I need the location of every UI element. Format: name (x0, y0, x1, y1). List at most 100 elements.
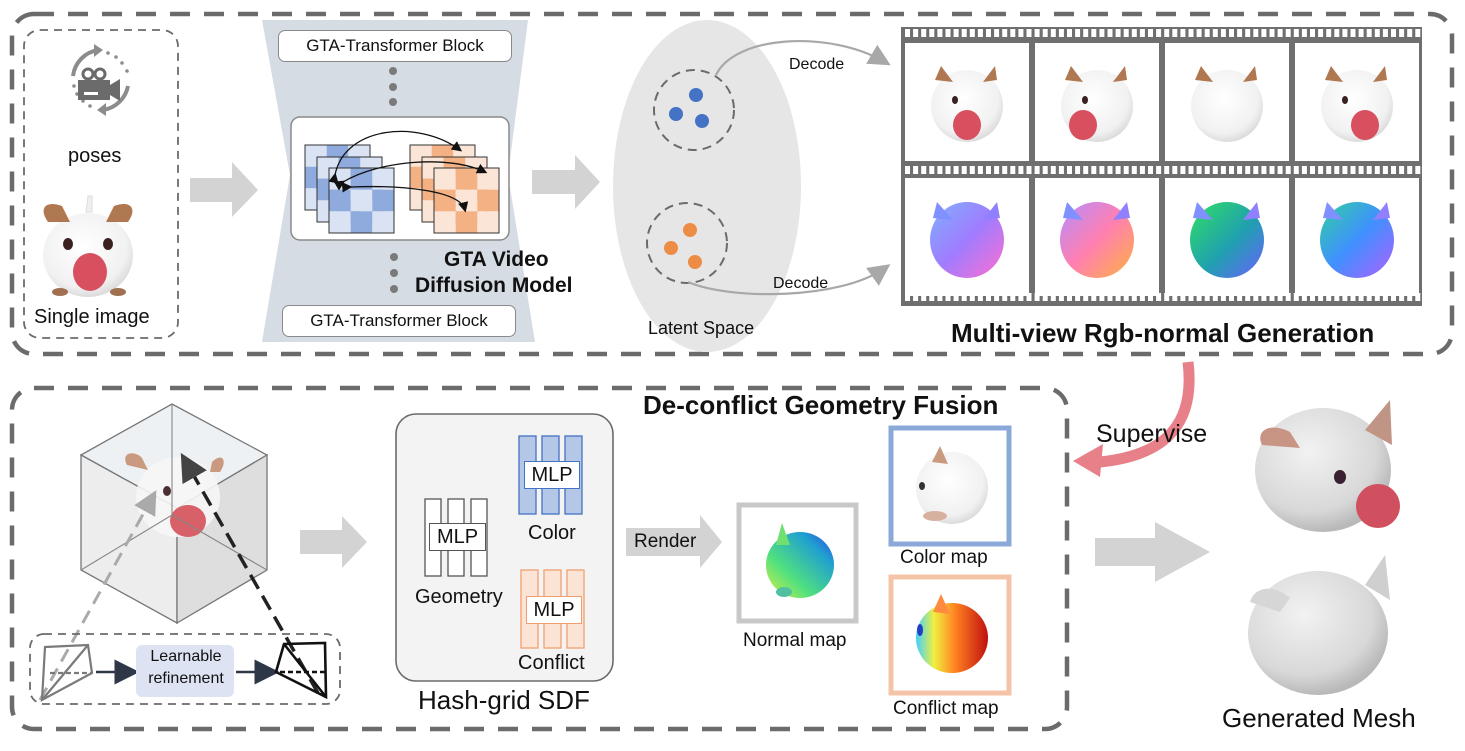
film-perforation (1245, 293, 1251, 301)
film-perforation (1285, 29, 1291, 37)
decode-label-bottom: Decode (773, 275, 829, 292)
film-perforation (1172, 29, 1178, 37)
film-perforation (1269, 29, 1275, 37)
film-perforation (1326, 166, 1332, 174)
film-perforation (994, 293, 1000, 301)
film-perforation (1399, 293, 1405, 301)
film-perforation (1220, 166, 1226, 174)
film-perforation (1083, 166, 1089, 174)
film-perforation (1415, 29, 1421, 37)
single-image-label: Single image (34, 306, 150, 328)
film-perforation (1050, 29, 1056, 37)
film-perforation (1334, 166, 1340, 174)
film-perforation (977, 166, 983, 174)
film-perforation (1115, 293, 1121, 301)
camera-ray-initial (38, 490, 157, 701)
top-panel-title: Multi-view Rgb-normal Generation (951, 318, 1375, 348)
poses-label: poses (68, 145, 122, 167)
film-perforation (1180, 293, 1186, 301)
film-perforation (921, 293, 927, 301)
supervise-arrow (1099, 361, 1195, 468)
film-perforation (1002, 29, 1008, 37)
film-perforation (977, 29, 983, 37)
conflict-map-render (916, 594, 988, 673)
film-perforation (1342, 166, 1348, 174)
ellipsis-dots-bottom (390, 253, 398, 293)
film-perforation (1083, 293, 1089, 301)
film-perforation (1277, 293, 1283, 301)
film-perforation (1164, 29, 1170, 37)
film-perforation (1310, 29, 1315, 37)
film-perforation (1091, 29, 1097, 37)
film-perforation (945, 29, 951, 37)
film-strip (901, 27, 1422, 306)
generated-mesh-geometry (1248, 555, 1390, 695)
film-perforation (937, 166, 943, 174)
film-perforation (1196, 293, 1202, 301)
film-perforation (1269, 166, 1275, 174)
film-perforation (913, 29, 919, 37)
normal-map-render (766, 523, 834, 598)
film-perforation (1261, 29, 1267, 37)
film-perforation (1058, 29, 1064, 37)
film-perforation (1107, 29, 1113, 37)
rgb-view-plush (1321, 66, 1393, 142)
film-perforation (1366, 293, 1372, 301)
film-perforation (1010, 166, 1016, 174)
camera-rotate-icon (71, 44, 130, 116)
film-perforation (969, 166, 975, 174)
film-perforation (977, 293, 983, 301)
film-perforation (1326, 29, 1332, 37)
film-perforation (1042, 29, 1048, 37)
normal-map-label: Normal map (743, 630, 847, 651)
film-perforation (961, 293, 967, 301)
flow-arrow-2 (532, 155, 600, 209)
film-perforation (1237, 293, 1243, 301)
film-perforation (1334, 29, 1340, 37)
film-perforation (1099, 166, 1105, 174)
film-perforation (1342, 29, 1348, 37)
film-perforation (1188, 29, 1194, 37)
film-perforation (1399, 166, 1405, 174)
generated-mesh-label: Generated Mesh (1222, 703, 1416, 733)
film-perforation (1212, 293, 1218, 301)
film-perforation (1399, 29, 1405, 37)
scene-cube (79, 403, 269, 625)
supervise-label: Supervise (1096, 420, 1208, 448)
film-perforation (1010, 293, 1016, 301)
film-perforation (1245, 166, 1251, 174)
film-perforation (1075, 166, 1081, 174)
film-perforation (1204, 166, 1210, 174)
film-perforation (1301, 29, 1307, 37)
latent-cluster-rgb (653, 69, 735, 151)
film-perforation (1326, 293, 1332, 301)
input-box-border (23, 29, 179, 339)
film-perforation (1310, 166, 1315, 174)
film-perforation (929, 29, 935, 37)
film-perforation (1407, 29, 1413, 37)
refinement-label-line2: refinement (148, 670, 224, 687)
film-perforation (1034, 29, 1040, 37)
mlp-tag-text: MLP (436, 525, 479, 548)
film-perforation (1099, 29, 1105, 37)
latent-point (688, 255, 702, 269)
film-perforation (1058, 166, 1064, 174)
film-perforation (1293, 29, 1299, 37)
transformer-block-bottom-label: GTA-Transformer Block (310, 311, 488, 330)
film-perforation (1156, 29, 1162, 37)
film-perforation (1310, 293, 1315, 301)
latent-space-ellipse (613, 20, 801, 352)
film-perforation (1374, 293, 1380, 301)
film-perforation (1131, 166, 1137, 174)
film-perforation (1318, 166, 1324, 174)
film-perforation (1358, 29, 1364, 37)
film-perforation (1237, 166, 1243, 174)
film-perforation (1220, 293, 1226, 301)
supervise-arrowhead (1073, 444, 1103, 477)
film-perforation (1139, 293, 1145, 301)
color-map-render (916, 446, 988, 524)
film-perforation (1075, 293, 1081, 301)
film-perforation (961, 29, 967, 37)
film-perforation (1164, 293, 1170, 301)
